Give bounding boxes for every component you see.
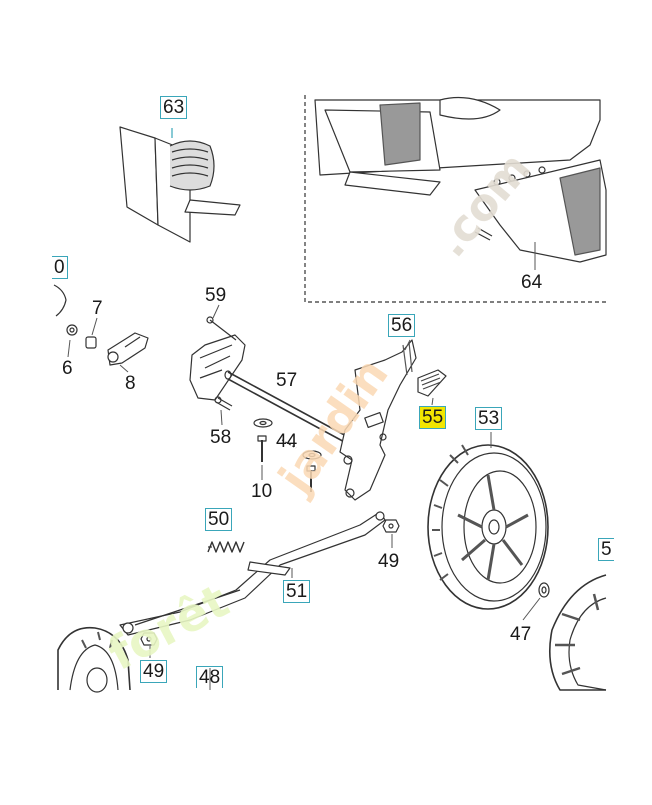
part-59-drawing [189,316,246,401]
part-5-drawing [549,574,607,691]
part-53-drawing [427,444,549,610]
part-label-56: 56 [388,314,416,337]
part-48-drawing [57,626,131,693]
part-51-drawing [119,511,386,636]
part-label-53: 53 [475,407,503,430]
part-10-drawing [257,435,316,492]
part-label-59: 59 [205,285,227,306]
part-49a-drawing [382,519,400,533]
leader-lines [67,242,541,690]
part-label-55: 55 [419,406,447,429]
part-label-6: 6 [62,358,73,379]
part-label-7: 7 [92,298,103,319]
part-label-47: 47 [510,624,532,645]
part-7-drawing [85,336,97,349]
part-label-64: 64 [521,272,543,293]
part-label-57: 57 [276,370,298,391]
part-label-58: 58 [210,427,232,448]
part-label-5: 5 [598,538,614,561]
part-label-50: 50 [205,508,233,531]
part-label-44: 44 [276,431,298,452]
part-label-8: 8 [125,373,136,394]
part-label-49-lower: 49 [140,660,168,683]
part-label-63: 63 [160,96,188,119]
part-57-drawing [224,370,351,446]
part-63-drawing [119,126,241,243]
part-0-drawing [53,284,78,336]
part-label-49-upper: 49 [378,551,400,572]
part-label-51: 51 [283,580,311,603]
part-label-0: 0 [52,256,68,279]
part-label-48: 48 [196,666,224,688]
part-label-10: 10 [251,481,273,502]
part-56-drawing [339,339,417,501]
part-55-drawing [417,369,447,397]
part-50-drawing [207,541,245,553]
part-49b-drawing [140,632,158,646]
part-8-drawing [107,332,149,366]
part-58-drawing [214,396,233,411]
part-47-drawing [538,582,550,598]
part-64-drawing [304,95,607,303]
part-44-drawing [253,418,322,460]
